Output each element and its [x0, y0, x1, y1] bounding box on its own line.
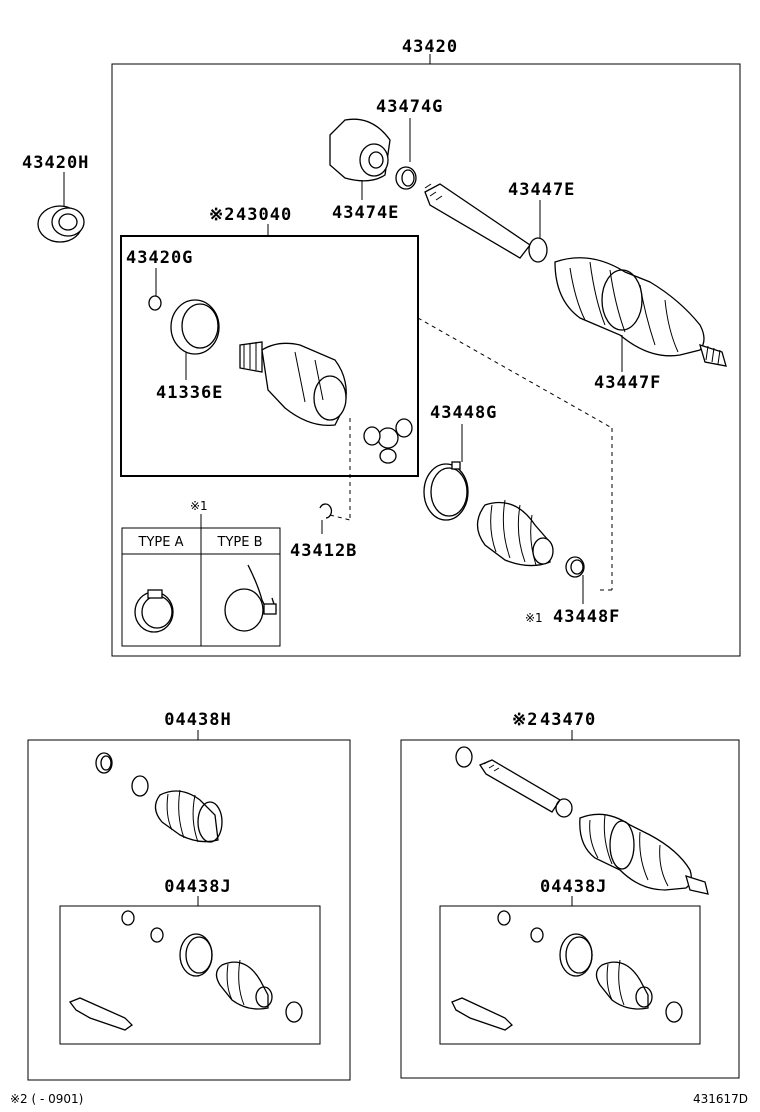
label-snap-ring-small[interactable]: 43420G: [126, 248, 193, 268]
label-shaft-assy[interactable]: 43470: [540, 710, 596, 730]
cover-part: [329, 118, 391, 182]
label-boot-kit-left[interactable]: 04438H: [164, 710, 231, 730]
label-boot-kit-right-inner[interactable]: 04438J: [540, 877, 607, 897]
snap-ring-small-part: [148, 295, 162, 311]
label-assembly[interactable]: 43420: [402, 37, 458, 57]
footer-note: ※2 ( - 0901): [10, 1092, 83, 1106]
label-snap-ring[interactable]: 43412B: [290, 541, 357, 561]
label-ring-large[interactable]: 41336E: [156, 383, 223, 403]
bearing-part: [37, 205, 85, 243]
label-shaft-mark[interactable]: ※2: [512, 710, 538, 730]
assembly-frame: [111, 63, 741, 657]
inboard-joint-part: [239, 341, 347, 427]
tripod-part: [363, 418, 413, 464]
label-clamp-outer[interactable]: 43447E: [508, 180, 575, 200]
boot-kit-right-inner-parts: [451, 910, 683, 1031]
type-b-clamp: [224, 564, 277, 632]
clamp-small-part: [565, 556, 585, 578]
label-inboard-mark[interactable]: ※2: [209, 205, 235, 225]
label-dust-cover[interactable]: 43474G: [376, 97, 443, 117]
shaft-assy-frame: [400, 739, 740, 1079]
boot-kit-left-frame: [27, 739, 351, 1081]
label-type-a[interactable]: TYPE A: [138, 535, 184, 550]
label-boot-kit-left-inner[interactable]: 04438J: [164, 877, 231, 897]
diagram-id: 431617D: [693, 1092, 748, 1106]
label-cover-upper[interactable]: 43474E: [332, 203, 399, 223]
dust-ring-part: [395, 166, 417, 190]
label-boot-outer[interactable]: 43447F: [594, 373, 661, 393]
boot-kit-left-inner-frame: [59, 905, 321, 1045]
ring-large-part: [170, 299, 220, 355]
label-clamp-small-mark[interactable]: ※1: [525, 611, 543, 625]
type-a-clamp: [134, 589, 174, 633]
clamp-inner-part: [423, 461, 469, 521]
shaft-assy-parts: [455, 746, 709, 895]
boot-inner-part: [476, 499, 554, 567]
boot-kit-left-parts: [95, 752, 223, 843]
inboard-joint-box: [120, 235, 419, 477]
label-inboard-joint[interactable]: 43040: [236, 205, 292, 225]
label-type-note-mark[interactable]: ※1: [190, 499, 208, 513]
label-clamp-small[interactable]: 43448F: [553, 607, 620, 627]
boot-kit-right-inner-frame: [439, 905, 701, 1045]
label-clamp-inner[interactable]: 43448G: [430, 403, 497, 423]
boot-kit-left-inner-parts: [68, 910, 303, 1031]
shaft-outer: [424, 183, 548, 263]
snap-ring-part: [319, 503, 333, 519]
boot-outer-part: [554, 257, 727, 367]
label-bearing[interactable]: 43420H: [22, 153, 89, 173]
label-type-b[interactable]: TYPE B: [217, 535, 263, 550]
